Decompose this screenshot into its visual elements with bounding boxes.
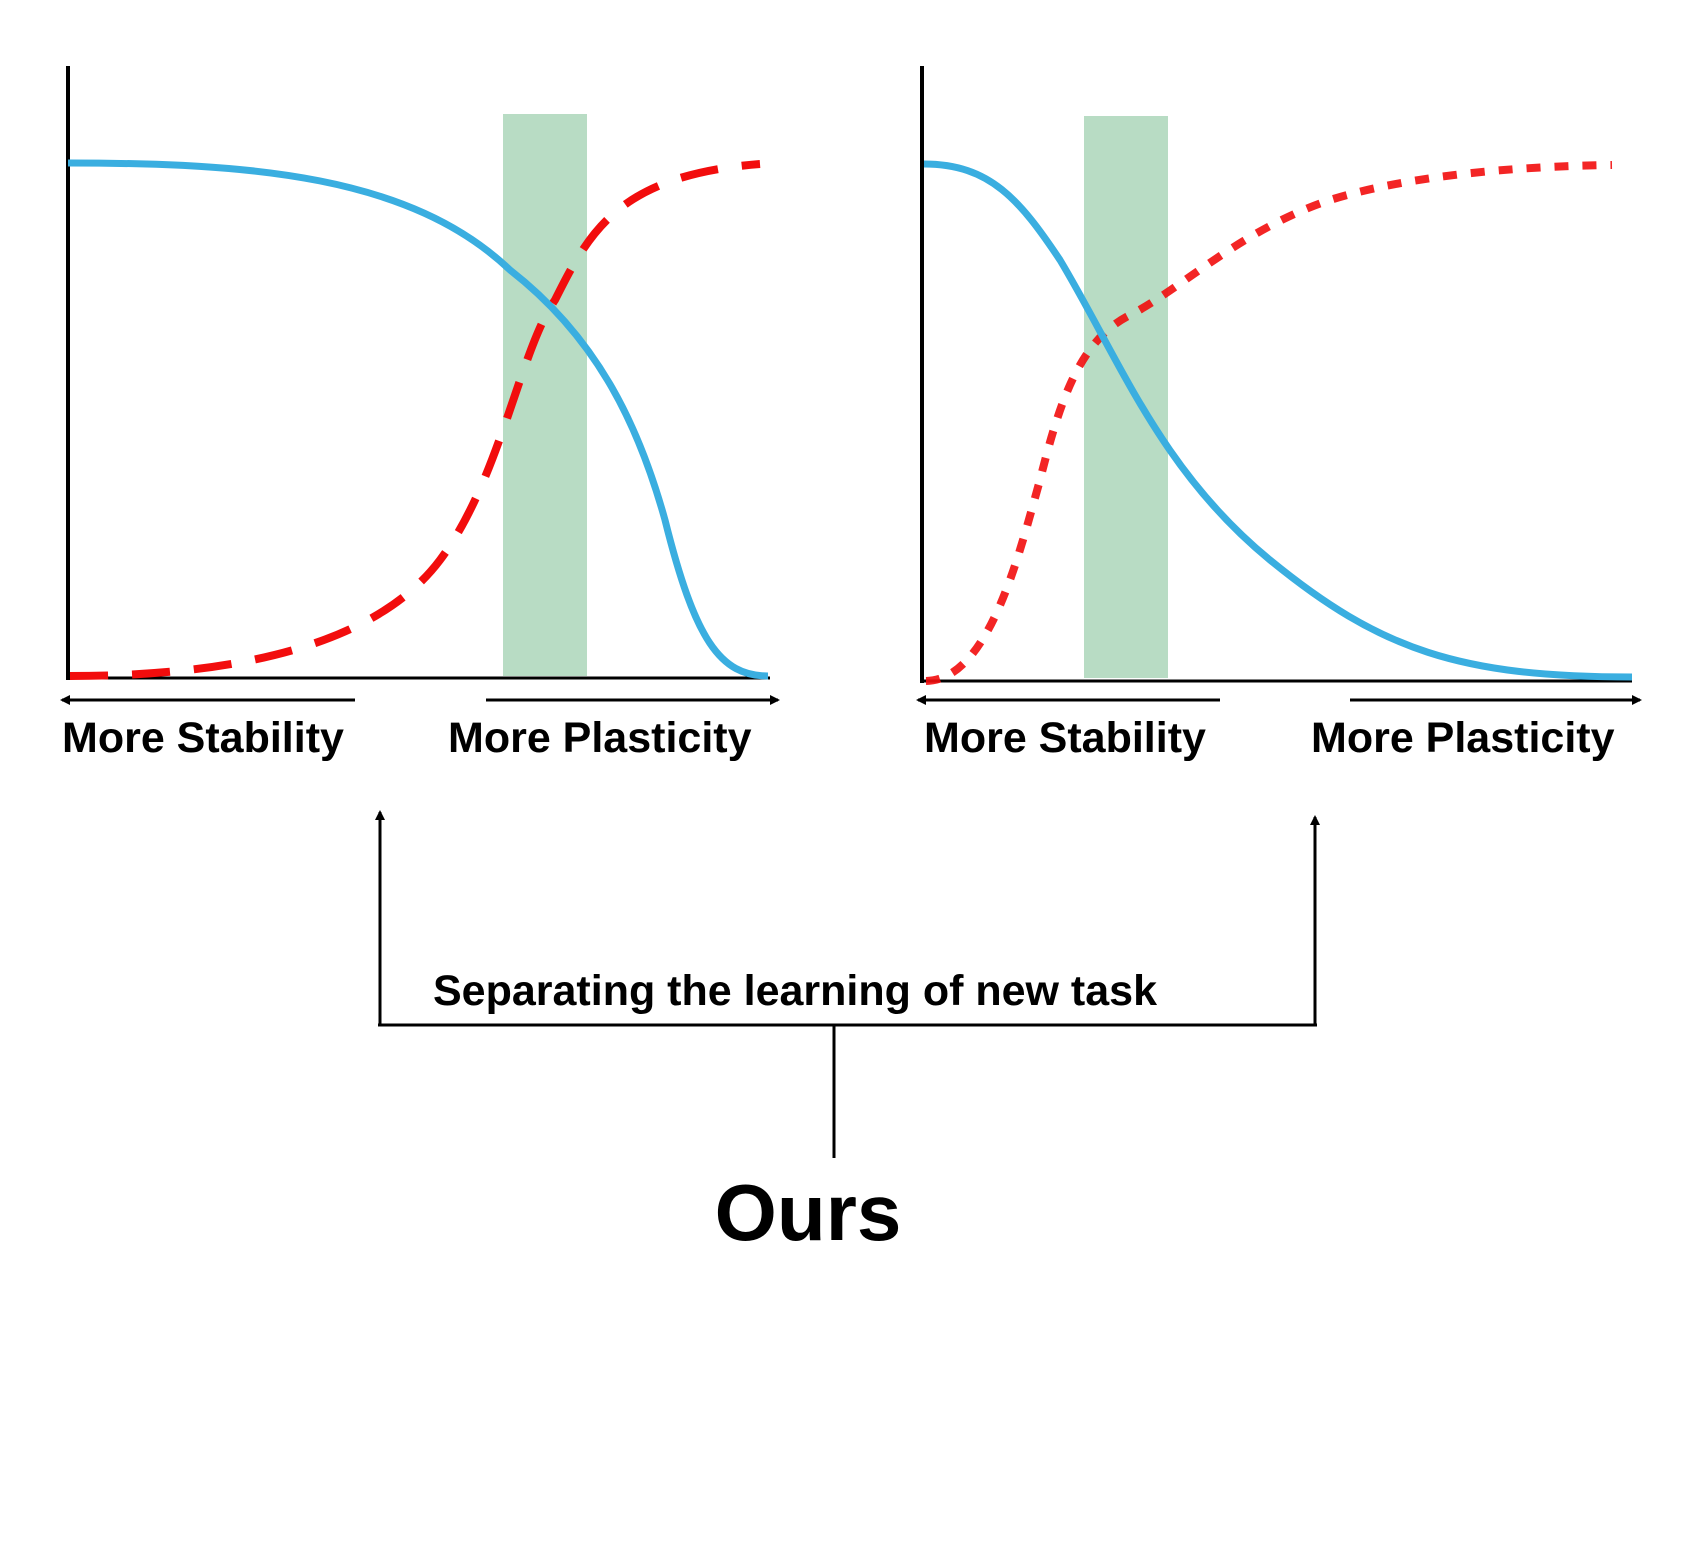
blue-curve — [923, 160, 1633, 681]
x-left-label: More Stability — [62, 714, 344, 762]
highlight-band — [1084, 116, 1168, 678]
red-dashed-curve — [69, 160, 761, 680]
x-right-label: More Plasticity — [1311, 714, 1615, 762]
panel-right: More Stability More Plasticity — [916, 66, 1642, 762]
annotation-text: Separating the learning of new task — [433, 967, 1157, 1015]
method-label: Ours — [715, 1168, 902, 1257]
x-left-label: More Stability — [924, 714, 1206, 762]
red-dotted-curve — [925, 161, 1613, 685]
connector: Separating the learning of new task — [375, 810, 1320, 1158]
blue-curve — [67, 159, 769, 680]
x-right-label: More Plasticity — [448, 714, 752, 762]
panel-left: More Stability More Plasticity — [60, 66, 780, 762]
